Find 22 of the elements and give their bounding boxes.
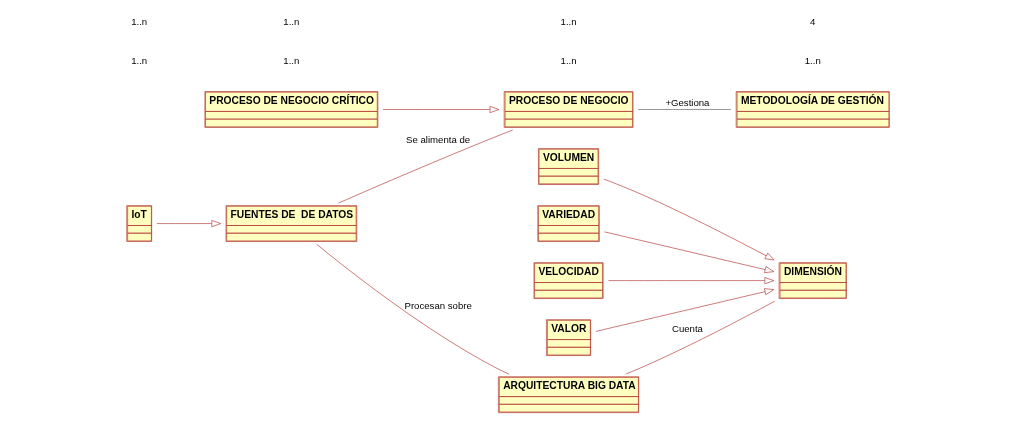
arrow xyxy=(603,231,774,273)
label: 1..n xyxy=(282,54,299,66)
label: 1..n xyxy=(804,54,821,66)
connector xyxy=(637,109,731,110)
arrow xyxy=(156,220,221,228)
arrow xyxy=(595,288,774,332)
label: 1..n xyxy=(130,54,147,66)
connector xyxy=(337,129,513,204)
connector xyxy=(315,244,509,375)
edge-label: Procesan sobre xyxy=(403,300,472,312)
arrow xyxy=(607,277,774,285)
label: 1..n xyxy=(130,15,147,27)
edge-label: +Gestiona xyxy=(664,97,709,109)
label: 1..n xyxy=(560,54,577,66)
arrow xyxy=(382,106,499,113)
edge-label: Se alimenta de xyxy=(405,134,470,146)
label: 1..n xyxy=(560,15,577,27)
arrow xyxy=(603,178,775,261)
edge-label: Cuenta xyxy=(671,322,703,334)
label: 4 xyxy=(809,15,815,27)
connector xyxy=(624,300,775,375)
label: 1..n xyxy=(282,15,299,27)
